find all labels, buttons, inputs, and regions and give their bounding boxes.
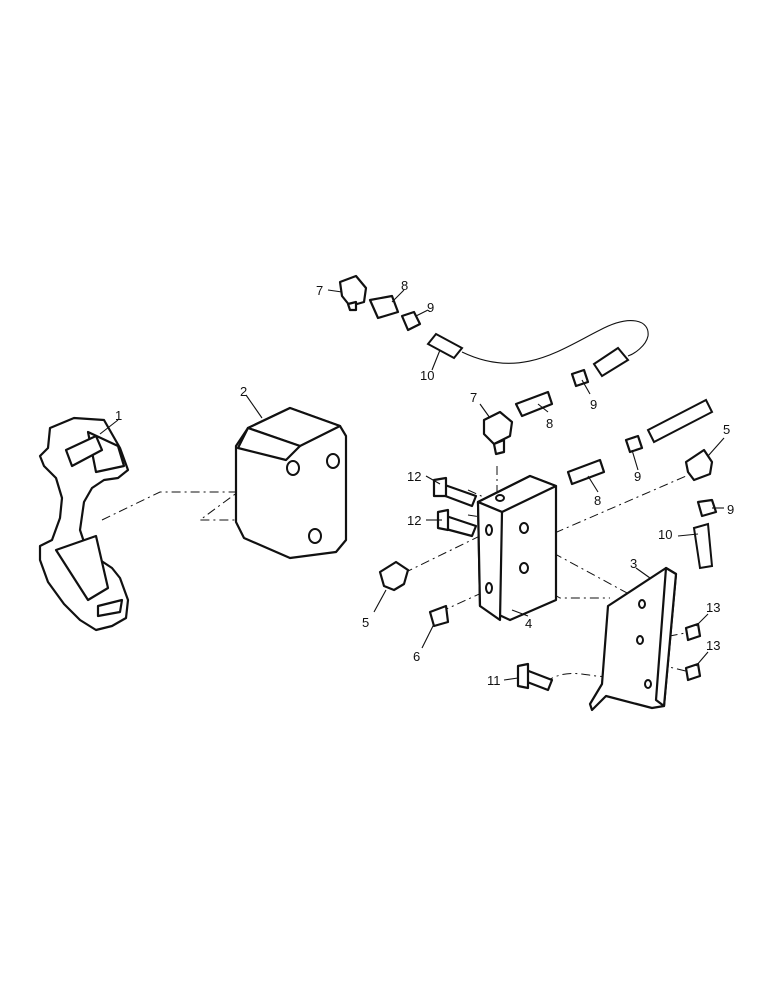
callout-1: 1 [115,408,122,423]
callout-13-low: 13 [706,638,720,653]
callout-6: 6 [413,649,420,664]
callout-8-mid: 8 [546,416,553,431]
fittings [338,274,718,592]
callout-9-low: 9 [634,469,641,484]
mounting-plate-part-3 [588,566,678,712]
callout-5-right: 5 [723,422,730,437]
bracket-part-1 [38,416,130,632]
callout-9-top: 9 [427,300,434,315]
callout-10-right: 10 [658,527,672,542]
callout-2: 2 [240,384,247,399]
valve-block-part-4 [476,474,558,622]
callout-10-top: 10 [420,368,434,383]
leader-lines [99,289,725,681]
callout-5-left: 5 [362,615,369,630]
callout-11: 11 [487,673,501,688]
callout-7-mid: 7 [470,390,477,405]
callout-9-right: 9 [727,502,734,517]
callout-8-low: 8 [594,493,601,508]
cover-box-part-2 [234,406,348,560]
hoses-part-10 [426,320,714,570]
callout-labels: 1 2 3 4 5 5 6 7 7 8 8 8 9 9 9 9 10 10 11… [115,278,734,688]
callout-12-top: 12 [407,469,421,484]
callout-9-mid: 9 [590,397,597,412]
callout-4: 4 [525,616,532,631]
fasteners [428,476,702,692]
callout-13-top: 13 [706,600,720,615]
callout-3: 3 [630,556,637,571]
callout-8-top: 8 [401,278,408,293]
callout-12-mid: 12 [407,513,421,528]
callout-7-top: 7 [316,283,323,298]
